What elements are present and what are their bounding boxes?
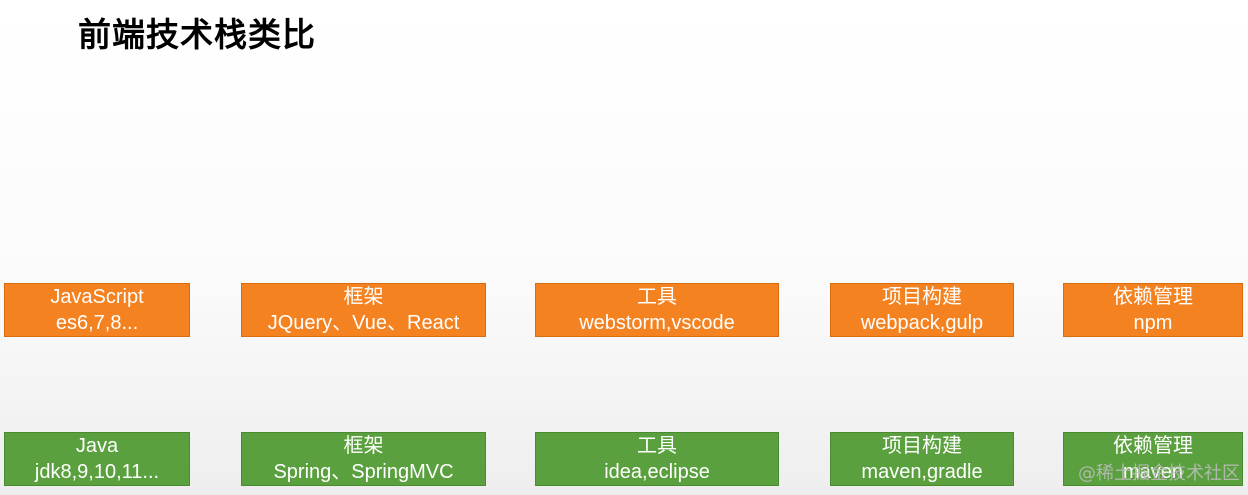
frontend-language-box: JavaScript es6,7,8... <box>4 283 190 337</box>
watermark: @稀土掘金技术社区 <box>1078 463 1240 484</box>
backend-language-box: Java jdk8,9,10,11... <box>4 432 190 486</box>
backend-framework-box: 框架 Spring、SpringMVC <box>241 432 486 486</box>
frontend-framework-box: 框架 JQuery、Vue、React <box>241 283 486 337</box>
backend-build-box: 项目构建 maven,gradle <box>830 432 1014 486</box>
box-heading: 工具 <box>637 435 677 457</box>
box-heading: 工具 <box>637 286 677 308</box>
frontend-build-box: 项目构建 webpack,gulp <box>830 283 1014 337</box>
box-detail: idea,eclipse <box>604 461 710 483</box>
box-heading: 依赖管理 <box>1113 286 1193 308</box>
frontend-dependency-box: 依赖管理 npm <box>1063 283 1243 337</box>
backend-tools-box: 工具 idea,eclipse <box>535 432 779 486</box>
box-detail: npm <box>1133 312 1173 334</box>
box-heading: Java <box>75 435 119 457</box>
box-detail: maven,gradle <box>861 461 983 483</box>
box-detail: JQuery、Vue、React <box>267 312 460 334</box>
page-title: 前端技术栈类比 <box>78 15 316 54</box>
box-heading: JavaScript <box>50 286 144 308</box>
box-detail: Spring、SpringMVC <box>273 461 454 483</box>
box-detail: webstorm,vscode <box>579 312 735 334</box>
frontend-tools-box: 工具 webstorm,vscode <box>535 283 779 337</box>
box-heading: 项目构建 <box>882 286 962 308</box>
box-heading: 项目构建 <box>882 435 962 457</box>
box-detail: jdk8,9,10,11... <box>34 461 160 483</box>
box-detail: webpack,gulp <box>860 312 984 334</box>
box-heading: 依赖管理 <box>1113 435 1193 457</box>
box-heading: 框架 <box>343 286 384 308</box>
box-detail: maven <box>1122 461 1184 483</box>
backend-dependency-box: 依赖管理 maven <box>1063 432 1243 486</box>
box-detail: es6,7,8... <box>55 312 139 334</box>
box-heading: 框架 <box>343 435 384 457</box>
